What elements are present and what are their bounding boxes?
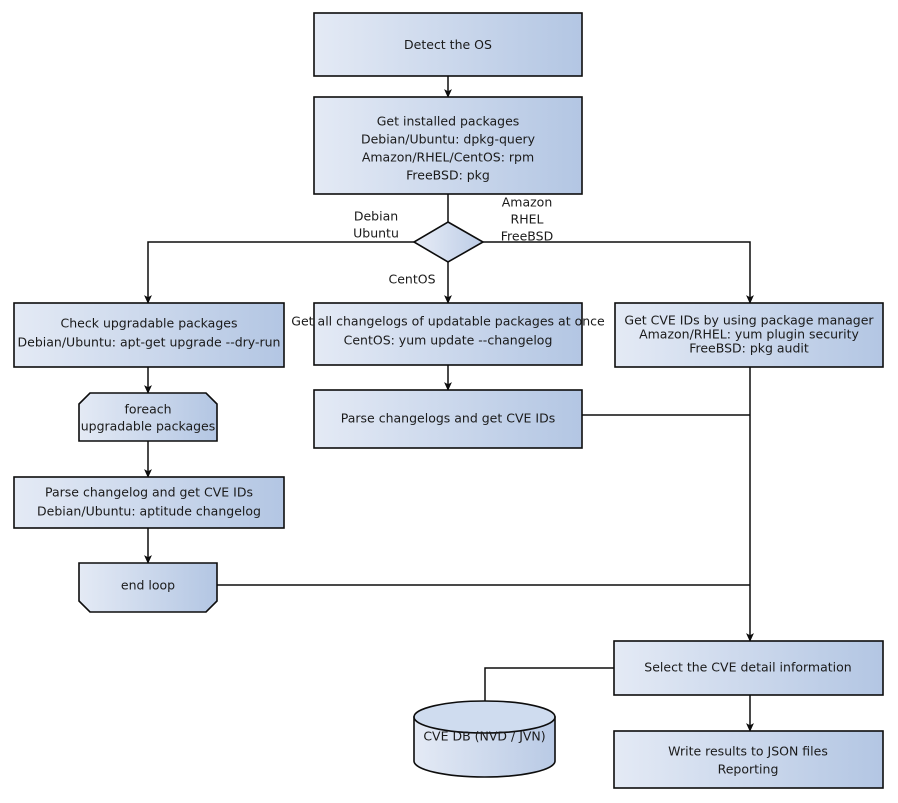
edge-label-right-branch: Amazon RHEL FreeBSD [501, 195, 553, 244]
edge-label-right-branch-line-1: RHEL [511, 212, 544, 227]
node-write-results-line-0: Write results to JSON files [668, 744, 828, 759]
node-get-installed-packages-line-3: FreeBSD: pkg [406, 168, 490, 183]
node-write-results[interactable]: Write results to JSON files Reporting [613, 730, 884, 789]
edge-label-center-branch-line-0: CentOS [388, 272, 435, 287]
node-get-cve-ids-package-manager-line-2: FreeBSD: pkg audit [689, 341, 809, 356]
node-select-cve-detail-line-0: Select the CVE detail information [644, 660, 851, 675]
node-foreach-upgradable-packages[interactable]: foreach upgradable packages [78, 392, 218, 442]
edge-label-left-branch-line-1: Ubuntu [353, 226, 399, 241]
edge-label-left-branch-line-0: Debian [354, 209, 398, 224]
node-get-installed-packages-line-0: Get installed packages [377, 114, 520, 129]
node-check-upgradable-packages[interactable]: Check upgradable packages Debian/Ubuntu:… [13, 302, 285, 368]
connector-layer [144, 76, 754, 732]
edge-label-center-branch: CentOS [388, 272, 435, 287]
node-write-results-line-1: Reporting [718, 762, 779, 777]
node-detect-os[interactable]: Detect the OS [313, 12, 583, 77]
node-parse-changelogs-get-cve-ids[interactable]: Parse changelogs and get CVE IDs [313, 389, 583, 449]
edge-label-right-branch-line-2: FreeBSD [501, 229, 553, 244]
edge-decision-to-get-cve-ids [483, 241, 754, 304]
node-os-decision[interactable] [412, 221, 485, 263]
edge-decision-to-check-upgradable [144, 241, 414, 304]
node-parse-changelogs-get-cve-ids-line-0: Parse changelogs and get CVE IDs [341, 411, 555, 426]
node-check-upgradable-packages-line-1: Debian/Ubuntu: apt-get upgrade --dry-run [18, 335, 281, 350]
node-get-all-changelogs[interactable]: Get all changelogs of updatable packages… [291, 302, 605, 366]
node-cve-db-line-0: CVE DB (NVD / JVN) [423, 729, 545, 744]
node-foreach-upgradable-packages-line-1: upgradable packages [81, 419, 216, 434]
edge-label-left-branch: Debian Ubuntu [353, 209, 399, 241]
node-end-loop-line-0: end loop [121, 578, 175, 593]
node-get-cve-ids-package-manager-line-0: Get CVE IDs by using package manager [624, 313, 874, 328]
node-get-all-changelogs-line-1: CentOS: yum update --changelog [344, 333, 553, 348]
edge-select-cve-to-cve-db [484, 667, 614, 706]
node-foreach-upgradable-packages-line-0: foreach [124, 402, 171, 417]
node-get-all-changelogs-line-0: Get all changelogs of updatable packages… [291, 314, 605, 329]
node-get-installed-packages[interactable]: Get installed packages Debian/Ubuntu: dp… [313, 96, 583, 195]
node-cve-db[interactable]: CVE DB (NVD / JVN) [413, 700, 556, 778]
edge-label-right-branch-line-0: Amazon [502, 195, 553, 210]
node-parse-changelog-get-cve-ids-line-1: Debian/Ubuntu: aptitude changelog [37, 504, 261, 519]
node-get-cve-ids-package-manager[interactable]: Get CVE IDs by using package manager Ama… [614, 302, 884, 368]
node-get-cve-ids-package-manager-line-1: Amazon/RHEL: yum plugin security [639, 327, 859, 342]
node-check-upgradable-packages-line-0: Check upgradable packages [61, 316, 238, 331]
node-get-installed-packages-line-1: Debian/Ubuntu: dpkg-query [361, 132, 536, 147]
node-detect-os-line-0: Detect the OS [404, 37, 492, 52]
node-parse-changelog-get-cve-ids-line-0: Parse changelog and get CVE IDs [45, 485, 253, 500]
node-end-loop[interactable]: end loop [78, 562, 218, 613]
node-select-cve-detail[interactable]: Select the CVE detail information [613, 640, 884, 696]
node-parse-changelog-get-cve-ids[interactable]: Parse changelog and get CVE IDs Debian/U… [13, 476, 285, 529]
node-get-installed-packages-line-2: Amazon/RHEL/CentOS: rpm [362, 150, 534, 165]
